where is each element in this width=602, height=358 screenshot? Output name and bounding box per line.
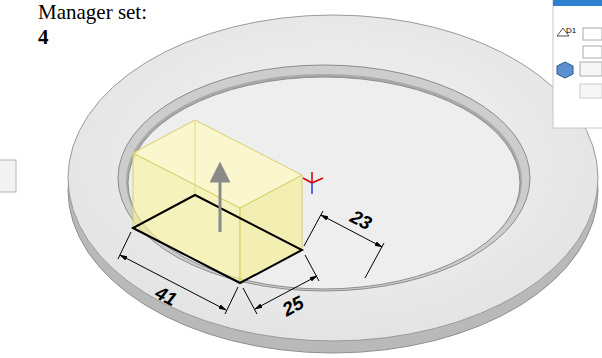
sketch-rectangle: [133, 195, 302, 283]
direction-arrow: [219, 172, 222, 232]
disk-top: [68, 15, 598, 341]
panel-icons: [557, 28, 602, 98]
dimension-41: [118, 232, 238, 314]
groove-outer: [118, 65, 530, 291]
groove-inner: [128, 77, 520, 289]
property-panel: [553, 0, 602, 128]
prompt-number: 4: [38, 27, 49, 48]
axis-triad: [303, 172, 323, 194]
prompt-text: Manager set:: [38, 2, 147, 23]
groove-wall: [126, 74, 522, 288]
box-hidden-edge: [195, 120, 196, 195]
panel-field-label: D1: [566, 27, 576, 35]
box-top-face: [133, 120, 302, 208]
toolbar-button: [0, 160, 16, 192]
panel-header: [553, 0, 602, 6]
